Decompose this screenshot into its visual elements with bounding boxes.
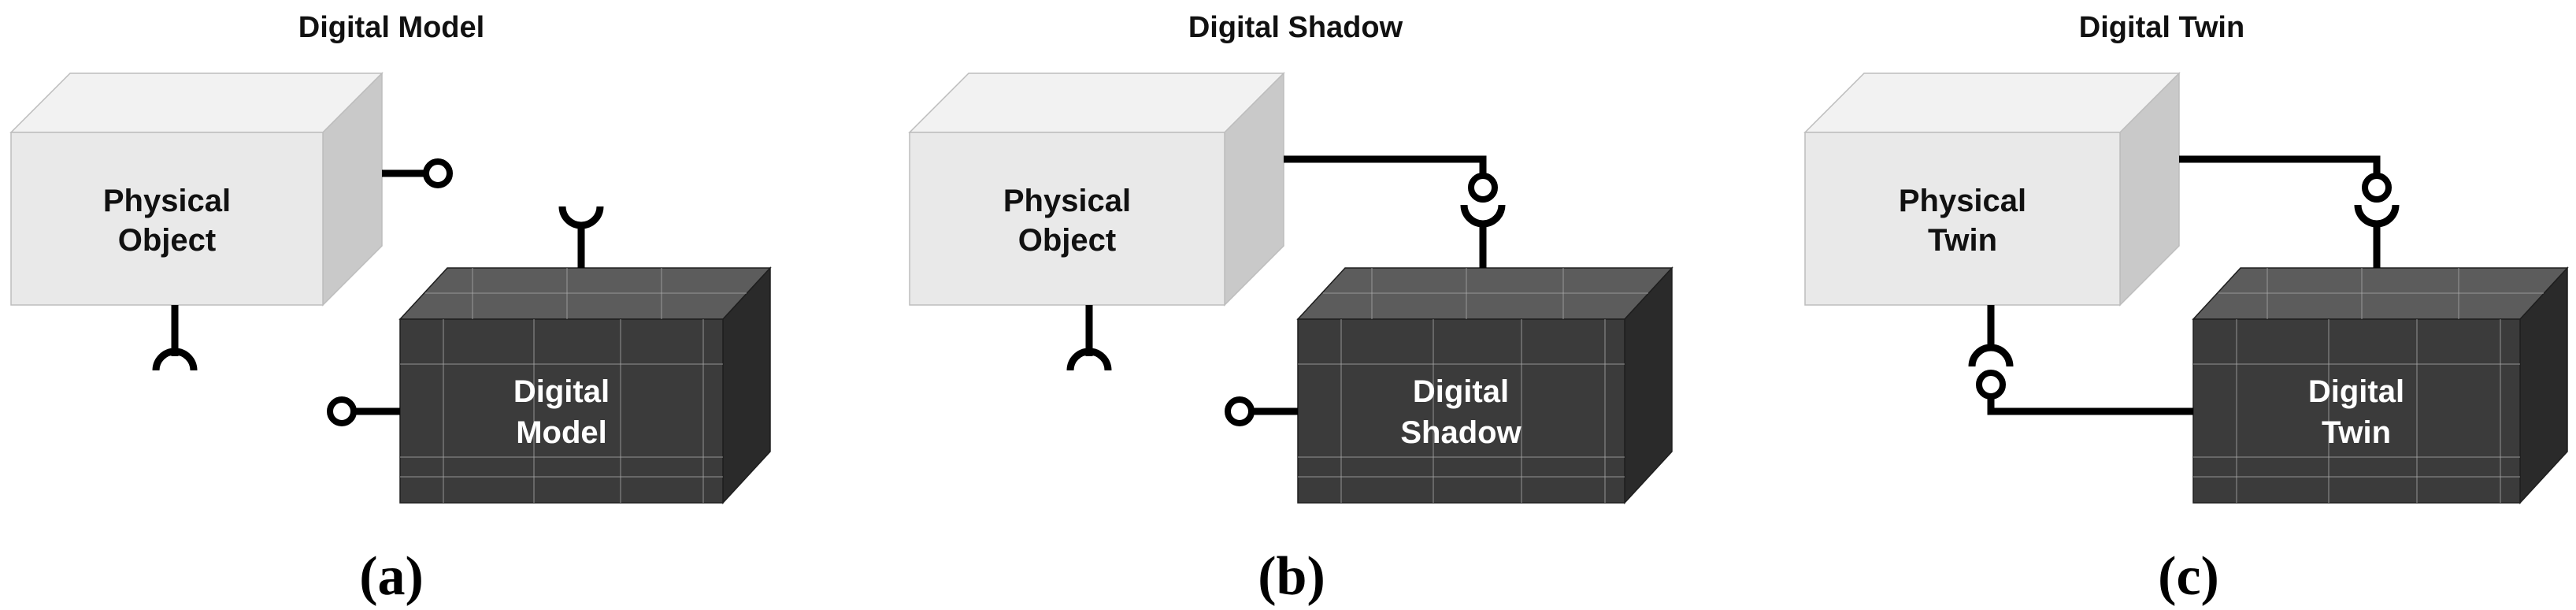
digital-box-front bbox=[1297, 318, 1625, 504]
panel-title: Digital Model bbox=[298, 11, 484, 44]
required-interface-socket bbox=[558, 206, 604, 229]
required-interface-socket bbox=[1460, 204, 1506, 228]
physical-box-top bbox=[908, 73, 1285, 133]
physical-box-top bbox=[1803, 73, 2181, 133]
provided-interface-ball bbox=[2362, 173, 2392, 203]
digital-box-label-line1: Digital bbox=[513, 374, 610, 409]
physical-input-port bbox=[1066, 305, 1112, 371]
physical-input-port bbox=[152, 305, 198, 371]
panel-digital-shadow: Digital Shadow Physical Object bbox=[908, 11, 1673, 607]
panel-digital-model: Digital Model Physical Object bbox=[9, 11, 772, 607]
panel-title: Digital Twin bbox=[2079, 11, 2244, 44]
physical-to-digital-link bbox=[1284, 155, 1506, 268]
digital-box-grid bbox=[400, 268, 747, 503]
physical-box-label-line1: Physical bbox=[1899, 184, 2026, 218]
digital-box-label-line1: Digital bbox=[1413, 374, 1509, 409]
panel-caption: (b) bbox=[1258, 546, 1325, 607]
digital-twin-box: Digital Twin bbox=[2192, 266, 2569, 504]
digital-box-front bbox=[2192, 318, 2521, 504]
provided-interface-ball bbox=[423, 158, 453, 188]
physical-box-top bbox=[9, 73, 384, 133]
digital-output-port bbox=[327, 396, 400, 426]
physical-object-box: Physical Object bbox=[9, 72, 384, 307]
panel-caption: (a) bbox=[359, 546, 424, 607]
physical-box-front bbox=[10, 132, 324, 306]
required-interface-socket bbox=[1066, 348, 1112, 371]
physical-box-front bbox=[1804, 132, 2121, 306]
physical-box-label-line1: Physical bbox=[103, 184, 231, 218]
physical-box-front bbox=[909, 132, 1225, 306]
digital-box-label-line2: Twin bbox=[2322, 415, 2391, 450]
physical-box-label-line2: Object bbox=[1018, 223, 1116, 258]
provided-interface-ball bbox=[1976, 370, 2006, 400]
digital-box-label-line2: Shadow bbox=[1400, 415, 1522, 450]
digital-box-grid bbox=[2193, 268, 2544, 503]
physical-output-port bbox=[382, 158, 453, 188]
digital-box-front bbox=[399, 318, 724, 504]
provided-interface-ball bbox=[1225, 396, 1255, 426]
physical-twin-box: Physical Twin bbox=[1803, 72, 2181, 307]
required-interface-socket bbox=[152, 348, 198, 371]
physical-box-label-line1: Physical bbox=[1003, 184, 1131, 218]
physical-to-digital-link bbox=[2179, 155, 2400, 268]
required-interface-socket bbox=[1968, 344, 2014, 367]
digital-box-label-line2: Model bbox=[516, 415, 607, 450]
digital-model-box: Digital Model bbox=[398, 266, 772, 504]
panel-caption: (c) bbox=[2158, 546, 2219, 607]
digital-to-physical-link bbox=[1968, 305, 2193, 415]
digital-output-port bbox=[1225, 396, 1298, 426]
physical-box-label-line2: Twin bbox=[1928, 223, 1997, 258]
digital-box-grid bbox=[1298, 268, 1648, 503]
provided-interface-ball bbox=[1468, 173, 1498, 203]
provided-interface-ball bbox=[327, 396, 357, 426]
digital-shadow-box: Digital Shadow bbox=[1296, 266, 1673, 504]
digital-box-label-line1: Digital bbox=[2308, 374, 2404, 409]
panel-title: Digital Shadow bbox=[1188, 11, 1403, 44]
physical-object-box: Physical Object bbox=[908, 72, 1285, 307]
digital-input-port bbox=[558, 206, 604, 268]
physical-box-label-line2: Object bbox=[118, 223, 216, 258]
panel-digital-twin: Digital Twin Physical Twin bbox=[1803, 11, 2569, 607]
required-interface-socket bbox=[2354, 204, 2400, 228]
